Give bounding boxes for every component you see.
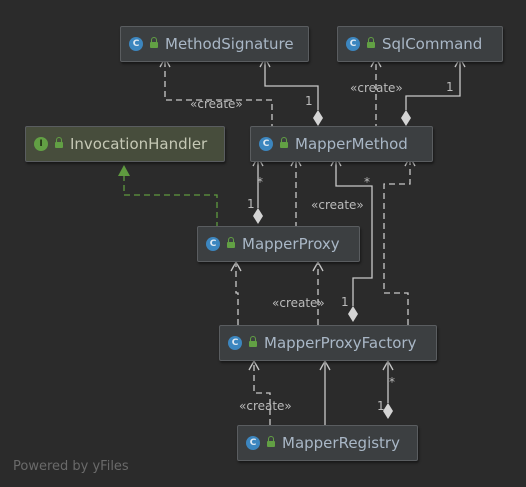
class-name-mapper-registry: MapperRegistry — [282, 434, 400, 452]
class-node-sql-command[interactable]: C SqlCommand — [337, 26, 503, 62]
diamond-mm-ms — [313, 110, 323, 126]
arrowhead-mpf-dep — [319, 359, 331, 371]
class-name-mapper-proxy-factory: MapperProxyFactory — [264, 334, 417, 352]
composition-edge-mpf-mm — [335, 157, 373, 306]
composition-edge-mm-ms — [264, 58, 319, 110]
class-icon: C — [346, 37, 360, 51]
mult-mpf-mm-one: 1 — [341, 295, 349, 309]
class-name-mapper-proxy: MapperProxy — [242, 235, 340, 253]
diamond-mpf-mm — [348, 306, 358, 322]
create-label-proxy-mm: «create» — [311, 198, 364, 212]
mult-mp-mm-one: 1 — [247, 197, 255, 211]
public-lock-icon — [227, 237, 235, 250]
public-lock-icon — [55, 137, 63, 150]
mult-mpf-mm-many: * — [364, 175, 370, 189]
create-label-factory-proxy: «create» — [272, 296, 325, 310]
interface-node-invocation-handler[interactable]: I InvocationHandler — [25, 126, 225, 162]
public-lock-icon — [249, 336, 257, 349]
realization-arrowhead — [118, 165, 130, 176]
class-node-mapper-method[interactable]: C MapperMethod — [250, 126, 433, 162]
mult-mr-mpf-many: * — [389, 375, 395, 389]
diamond-mp-mm — [253, 208, 263, 224]
powered-by-footer: Powered by yFiles — [13, 459, 129, 474]
arrowhead-mpf-create — [248, 359, 260, 371]
class-name-method-signature: MethodSignature — [165, 35, 294, 53]
public-lock-icon — [280, 137, 288, 150]
mult-mm-sql: 1 — [446, 80, 454, 94]
dependency-edge-mpf-mm — [383, 157, 411, 325]
diamond-mm-sql — [401, 110, 411, 126]
create-edge-mm-ms — [164, 58, 273, 130]
arrowhead-mp-create — [312, 260, 324, 272]
class-icon: C — [129, 37, 143, 51]
arrowhead-mp-dep — [230, 260, 242, 272]
class-node-mapper-proxy-factory[interactable]: C MapperProxyFactory — [219, 325, 437, 361]
mult-mp-mm-many: * — [257, 175, 263, 189]
public-lock-icon — [267, 436, 275, 449]
create-edge-mr-mpf — [253, 361, 271, 425]
realization-edge-mp-ih — [123, 176, 218, 228]
mult-mr-mpf-one: 1 — [377, 399, 385, 413]
create-label-mm-sql: «create» — [350, 81, 403, 95]
interface-name-invocation-handler: InvocationHandler — [70, 135, 208, 153]
class-node-mapper-proxy[interactable]: C MapperProxy — [197, 226, 360, 262]
class-icon: C — [206, 237, 220, 251]
composition-edge-mm-sql — [405, 58, 461, 110]
create-label-registry-factory: «create» — [239, 399, 292, 413]
interface-icon: I — [34, 137, 48, 151]
public-lock-icon — [150, 37, 158, 50]
class-icon: C — [259, 137, 273, 151]
public-lock-icon — [367, 37, 375, 50]
diamond-mr-mpf — [383, 403, 393, 419]
class-name-mapper-method: MapperMethod — [295, 135, 408, 153]
class-icon: C — [246, 436, 260, 450]
class-node-mapper-registry[interactable]: C MapperRegistry — [237, 425, 418, 461]
create-label-mm-ms: «create» — [190, 97, 243, 111]
dependency-edge-mpf-mp — [235, 262, 239, 325]
class-node-method-signature[interactable]: C MethodSignature — [120, 26, 309, 62]
class-name-sql-command: SqlCommand — [382, 35, 483, 53]
arrowhead-mpf-comp — [382, 359, 394, 371]
class-icon: C — [228, 336, 242, 350]
mult-mm-ms: 1 — [305, 94, 313, 108]
